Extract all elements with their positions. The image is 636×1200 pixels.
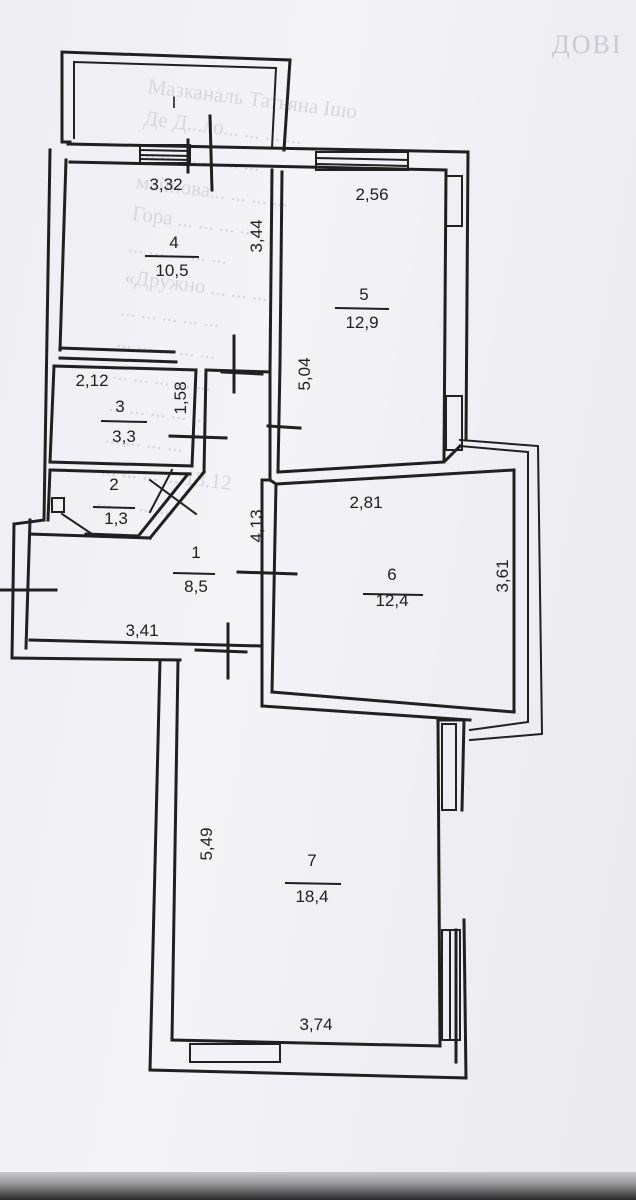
dimension-room6-width: 2,81 xyxy=(349,493,382,512)
photo-edge xyxy=(0,1172,636,1200)
door-ticks xyxy=(0,114,302,680)
room-7-area: 18,4 xyxy=(295,887,328,906)
dimension-room7-width: 3,74 xyxy=(299,1015,332,1034)
outer-walls xyxy=(10,142,544,1080)
dimension-room5-width: 2,56 xyxy=(355,185,388,204)
dimension-room7-height: 5,49 xyxy=(197,827,216,860)
document-heading: ДОВІ xyxy=(552,30,623,59)
labels: І 4 10,5 5 12,9 3 3,3 2 1,3 1 8,5 6 12,4… xyxy=(75,93,512,1034)
room-7-number: 7 xyxy=(307,851,316,870)
area-underlines xyxy=(92,254,424,886)
room-3-area: 3,3 xyxy=(112,427,136,446)
dimension-room6-height: 3,61 xyxy=(493,559,512,592)
door-swing xyxy=(51,468,198,536)
windows xyxy=(138,144,463,1063)
dimension-room5-height: 5,04 xyxy=(295,357,314,390)
room-4-number: 4 xyxy=(169,233,178,252)
balcony xyxy=(60,50,292,152)
room-1-area: 8,5 xyxy=(184,577,208,596)
room-2-number: 2 xyxy=(109,475,118,494)
room-4-area: 10,5 xyxy=(155,261,188,280)
interior-walls xyxy=(28,168,446,541)
dimension-room4-height: 3,44 xyxy=(247,219,266,252)
dimension-room1-width: 3,41 xyxy=(125,621,158,640)
room-1-number: 1 xyxy=(191,543,200,562)
dimension-room1-height: 4,13 xyxy=(247,509,266,542)
floor-plan: І 4 10,5 5 12,9 3 3,3 2 1,3 1 8,5 6 12,4… xyxy=(0,0,636,1172)
balcony-label: І xyxy=(172,93,177,112)
room-2-area: 1,3 xyxy=(104,509,128,528)
room-6-number: 6 xyxy=(387,565,396,584)
dimension-room3-height: 1,58 xyxy=(171,381,190,414)
room-3-number: 3 xyxy=(115,397,124,416)
dimension-room4-width: 3,32 xyxy=(149,175,182,194)
room-5-area: 12,9 xyxy=(345,313,378,332)
dimension-room3-width: 2,12 xyxy=(75,371,108,390)
room-5-number: 5 xyxy=(359,285,368,304)
document-page: ДОВІ Мазканаль Татьяна Ішо Де Д...ло... … xyxy=(0,0,636,1172)
room-6-area: 12,4 xyxy=(375,591,408,610)
